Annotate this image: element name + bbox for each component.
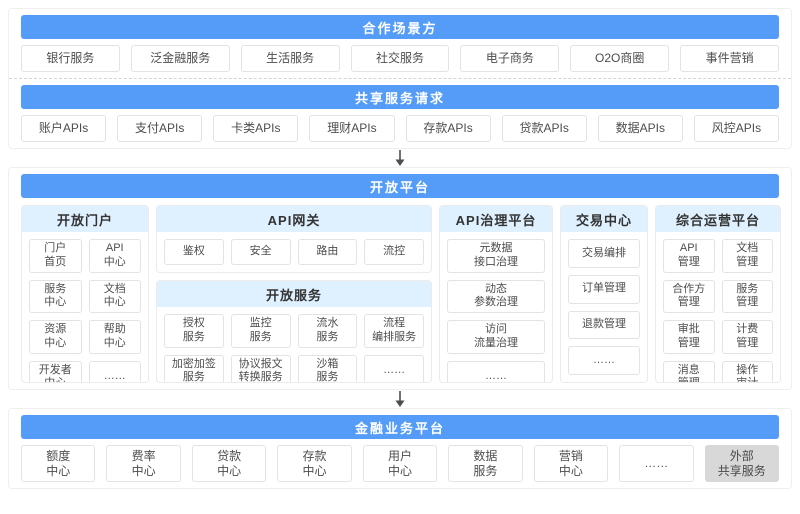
financial-center-box: 费率 中心	[106, 445, 181, 482]
dashed-divider	[9, 78, 791, 79]
api-box: 卡类APIs	[213, 115, 299, 142]
scenario-box: O2O商圈	[570, 45, 670, 72]
api-box: 理财APIs	[309, 115, 395, 142]
api-gateway-card: API网关 鉴权安全路由流控	[156, 205, 432, 273]
governance-box: 动态 参数治理	[447, 279, 545, 313]
scenario-box: 生活服务	[240, 45, 340, 72]
open-service-box: 协议报文 转换服务	[230, 354, 291, 382]
portal-box: 开发者 中心	[29, 360, 82, 382]
shared-service-requests-banner: 共享服务请求	[21, 85, 779, 109]
trade-box: 交易编排	[568, 239, 640, 268]
api-box: 风控APIs	[693, 115, 779, 142]
operations-box: 操作 审计	[721, 360, 773, 382]
operations-box: 消息 管理	[663, 360, 715, 382]
trade-center-column: 交易中心 交易编排订单管理退款管理 ……	[560, 205, 648, 383]
financial-platform-row: 额度 中心费率 中心贷款 中心存款 中心用户 中心数据 服务营销 中心 …… 外部 …	[21, 445, 779, 482]
gateway-box: 安全	[230, 239, 291, 265]
trade-box: ……	[568, 346, 640, 375]
trade-box: 订单管理	[568, 274, 640, 304]
portal-box: API 中心	[88, 239, 141, 273]
open-service-box: ……	[364, 354, 424, 382]
portal-box: ……	[88, 360, 141, 382]
open-services-card: 开放服务 授权 服务监控 服务流水 服务流程 编排服务加密加签 服务协议报文 转…	[156, 280, 432, 383]
trade-center-header: 交易中心	[561, 206, 647, 232]
scenario-request-panel: 合作场景方 银行服务泛金融服务生活服务社交服务电子商务 O2O商圈事件营销 共享服…	[8, 8, 792, 149]
portal-box: 帮助 中心	[88, 320, 141, 354]
operations-box: 文档 管理	[721, 239, 773, 273]
trade-center-body: 交易编排订单管理退款管理 ……	[561, 232, 647, 382]
api-governance-column: API治理平台 元数据 接口治理动态 参数治理访问 流量治理 ……	[439, 205, 553, 383]
trade-center-card: 交易中心 交易编排订单管理退款管理 ……	[560, 205, 648, 383]
operations-box: 合作方 管理	[663, 279, 715, 313]
portal-box: 资源 中心	[29, 320, 82, 354]
financial-center-box: 外部 共享服务	[704, 445, 779, 482]
partner-scenarios-row: 银行服务泛金融服务生活服务社交服务电子商务 O2O商圈事件营销	[21, 45, 780, 72]
open-services-header: 开放服务	[157, 281, 431, 307]
portal-box: 服务 中心	[29, 279, 82, 313]
api-governance-header: API治理平台	[440, 206, 552, 232]
operations-box: 审批 管理	[663, 320, 715, 354]
scenario-box: 泛金融服务	[130, 45, 230, 72]
api-box: 贷款APIs	[501, 115, 587, 142]
financial-center-box: 营销 中心	[533, 445, 609, 482]
portal-box: 门户 首页	[29, 239, 82, 273]
scenario-box: 社交服务	[350, 45, 450, 72]
financial-center-box: 额度 中心	[21, 445, 96, 482]
gateway-box: 鉴权	[164, 239, 224, 265]
open-platform-banner: 开放平台	[21, 174, 779, 198]
operations-box: API 管理	[663, 239, 715, 273]
api-governance-card: API治理平台 元数据 接口治理动态 参数治理访问 流量治理 ……	[439, 205, 553, 383]
financial-center-box: 贷款 中心	[191, 445, 267, 482]
governance-box: 访问 流量治理	[447, 320, 545, 354]
scenario-box: 电子商务	[460, 45, 560, 72]
api-box: 存款APIs	[405, 115, 491, 142]
api-governance-body: 元数据 接口治理动态 参数治理访问 流量治理 ……	[440, 232, 552, 382]
governance-box: ……	[447, 360, 545, 382]
gateway-box: 流控	[364, 239, 424, 265]
partner-scenarios-banner: 合作场景方	[21, 15, 779, 39]
gateway-box: 路由	[297, 239, 358, 265]
financial-center-box: 用户 中心	[362, 445, 438, 482]
financial-platform-panel: 金融业务平台 额度 中心费率 中心贷款 中心存款 中心用户 中心数据 服务营销 …	[8, 408, 792, 489]
operations-box: 服务 管理	[721, 279, 773, 313]
api-box: 账户APIs	[21, 115, 107, 142]
operations-platform-column: 综合运营平台 API 管理文档 管理合作方 管理服务 管理审批 管理计费 管理消…	[655, 205, 781, 383]
trade-box: 退款管理	[568, 310, 640, 340]
api-gateway-column: API网关 鉴权安全路由流控 开放服务 授权 服务监控 服务流水 服务流程 编排…	[156, 205, 432, 383]
api-box: 支付APIs	[117, 115, 203, 142]
scenario-box: 事件营销	[680, 45, 780, 72]
portal-box: 文档 中心	[88, 279, 141, 313]
financial-platform-banner: 金融业务平台	[21, 415, 779, 439]
open-service-box: 沙箱 服务	[297, 354, 358, 382]
api-box: 数据APIs	[597, 115, 683, 142]
down-arrow-icon	[395, 391, 405, 407]
operations-platform-card: 综合运营平台 API 管理文档 管理合作方 管理服务 管理审批 管理计费 管理消…	[655, 205, 781, 383]
financial-center-box: 存款 中心	[277, 445, 352, 482]
scenario-box: 银行服务	[21, 45, 120, 72]
down-arrow-icon	[395, 150, 405, 166]
api-gateway-body: 鉴权安全路由流控	[157, 232, 431, 272]
operations-box: 计费 管理	[721, 320, 773, 354]
arrow-row-bottom	[0, 390, 800, 408]
api-gateway-header: API网关	[157, 206, 431, 232]
api-requests-row: 账户APIs 支付APIs 卡类APIs 理财APIs 存款APIs 贷款APIs 数据AP…	[21, 115, 779, 142]
financial-center-box: 数据 服务	[448, 445, 523, 482]
open-portal-header: 开放门户	[22, 206, 148, 232]
operations-platform-header: 综合运营平台	[656, 206, 780, 232]
open-service-box: 授权 服务	[164, 314, 224, 348]
open-services-body: 授权 服务监控 服务流水 服务流程 编排服务加密加签 服务协议报文 转换服务沙箱…	[157, 307, 431, 382]
financial-center-box: ……	[619, 445, 694, 482]
open-service-box: 流水 服务	[297, 314, 358, 348]
governance-box: 元数据 接口治理	[447, 239, 545, 273]
open-service-box: 监控 服务	[230, 314, 291, 348]
arrow-row-top	[0, 149, 800, 167]
open-service-box: 流程 编排服务	[364, 314, 424, 348]
open-service-box: 加密加签 服务	[164, 354, 224, 382]
